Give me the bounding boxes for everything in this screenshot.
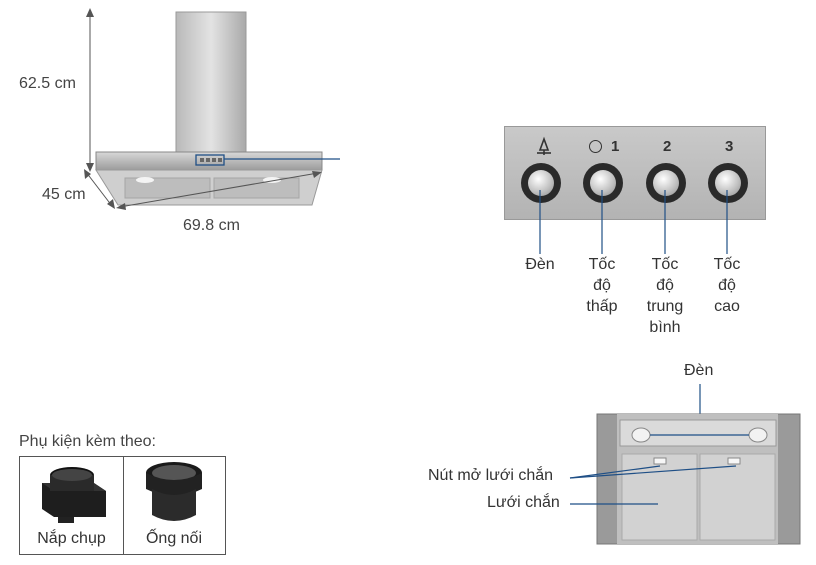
- speed-2-symbol: 2: [663, 138, 672, 155]
- light-bulb-icon: [537, 136, 551, 155]
- accessory-connector: Ống nối: [123, 457, 225, 554]
- circle-icon: [589, 140, 602, 153]
- width-dimension-line: [119, 172, 319, 208]
- height-label: 62.5 cm: [19, 75, 76, 92]
- knob-leader-lines: [539, 190, 728, 254]
- control-panel: 1 2 3: [504, 126, 766, 220]
- width-label: 69.8 cm: [183, 217, 240, 234]
- speed-medium-knob[interactable]: [646, 163, 686, 203]
- light-knob-label: Đèn: [525, 256, 555, 273]
- depth-dimension-line: [85, 171, 113, 207]
- speed-1-symbol: 1: [611, 138, 620, 155]
- accessory-cap-name: Nắp chụp: [37, 530, 106, 547]
- connector-image: [146, 462, 202, 521]
- accessory-connector-name: Ống nối: [145, 530, 203, 547]
- accessory-cap: Nắp chụp: [20, 457, 124, 554]
- filter-label: Lưới chắn: [487, 494, 560, 511]
- control-strip-highlight: [195, 154, 225, 166]
- cap-image: [42, 467, 106, 523]
- underside-illustration: [569, 384, 801, 545]
- accessories-title: Phụ kiện kèm theo:: [19, 433, 156, 450]
- hood-drawing: [0, 0, 504, 240]
- hood-chimney: [175, 11, 247, 153]
- depth-label: 45 cm: [42, 186, 86, 203]
- speed-3-symbol: 3: [725, 138, 734, 155]
- speed-low-knob[interactable]: [583, 163, 623, 203]
- light-knob[interactable]: [521, 163, 561, 203]
- underside-light-label: Đèn: [684, 362, 714, 379]
- accessories-box: Nắp chụp Ống nối: [19, 456, 226, 555]
- hood-illustration: [84, 8, 504, 210]
- filter-button-label: Nút mở lưới chắn: [428, 467, 554, 484]
- speed-high-knob[interactable]: [708, 163, 748, 203]
